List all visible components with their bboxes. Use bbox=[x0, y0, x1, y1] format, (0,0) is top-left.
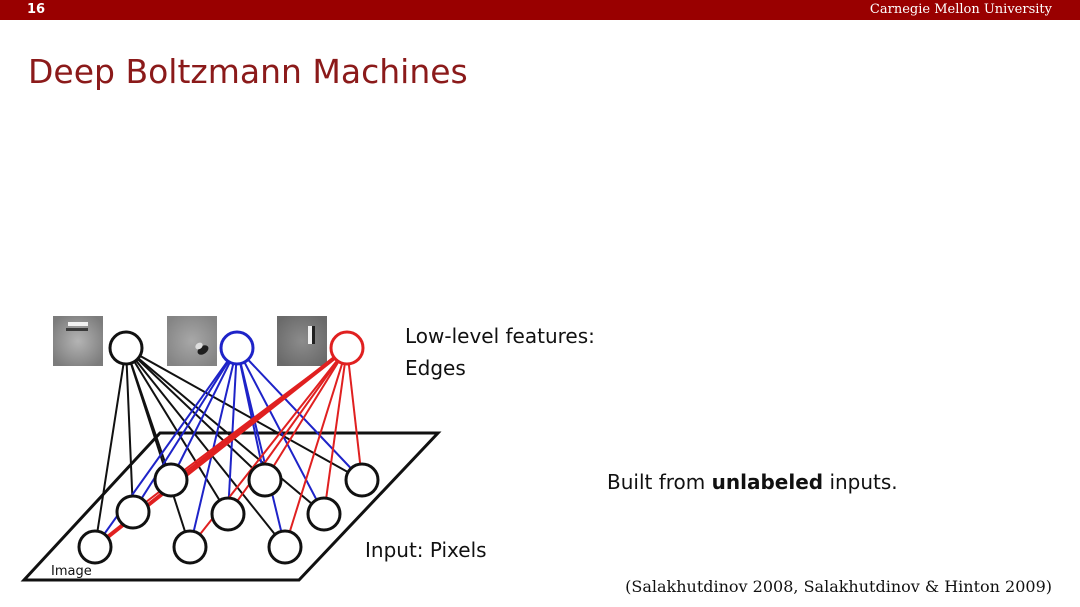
visible-unit bbox=[210, 496, 246, 532]
visible-unit bbox=[344, 462, 380, 498]
feature-filter-thumbnail bbox=[53, 316, 103, 366]
visible-unit bbox=[77, 529, 113, 565]
built-suffix: inputs. bbox=[829, 470, 898, 494]
visible-unit bbox=[172, 529, 208, 565]
visible-unit bbox=[153, 462, 189, 498]
input-pixels-label: Input: Pixels bbox=[365, 538, 487, 562]
visible-unit bbox=[247, 462, 283, 498]
feature-filter-thumbnail bbox=[277, 316, 327, 366]
built-from-unlabeled-text: Built from unlabeled inputs. bbox=[607, 466, 898, 498]
slide-number: 16 bbox=[27, 2, 46, 17]
slide-title: Deep Boltzmann Machines bbox=[28, 52, 468, 91]
connections-blue-unit bbox=[94, 347, 363, 548]
hidden-unit-red bbox=[329, 330, 365, 366]
low-level-features-label: Low-level features: Edges bbox=[405, 320, 595, 384]
image-plane bbox=[20, 431, 442, 582]
edges-line: Edges bbox=[405, 356, 466, 380]
low-level-features-line: Low-level features: bbox=[405, 324, 595, 348]
university-name: Carnegie Mellon University bbox=[869, 2, 1052, 17]
hidden-unit-blue bbox=[219, 330, 255, 366]
visible-unit bbox=[306, 496, 342, 532]
visible-unit bbox=[115, 494, 151, 530]
header-bar: 16 Carnegie Mellon University bbox=[0, 0, 1080, 20]
image-plane-label: Image bbox=[51, 564, 92, 579]
citation: (Salakhutdinov 2008, Salakhutdinov & Hin… bbox=[625, 577, 1052, 596]
visible-units bbox=[77, 462, 380, 565]
visible-unit bbox=[267, 529, 303, 565]
feature-filter-thumbnail bbox=[167, 316, 217, 366]
built-bold: unlabeled bbox=[711, 470, 824, 494]
hidden-unit-black bbox=[108, 330, 144, 366]
built-prefix: Built from bbox=[607, 470, 706, 494]
